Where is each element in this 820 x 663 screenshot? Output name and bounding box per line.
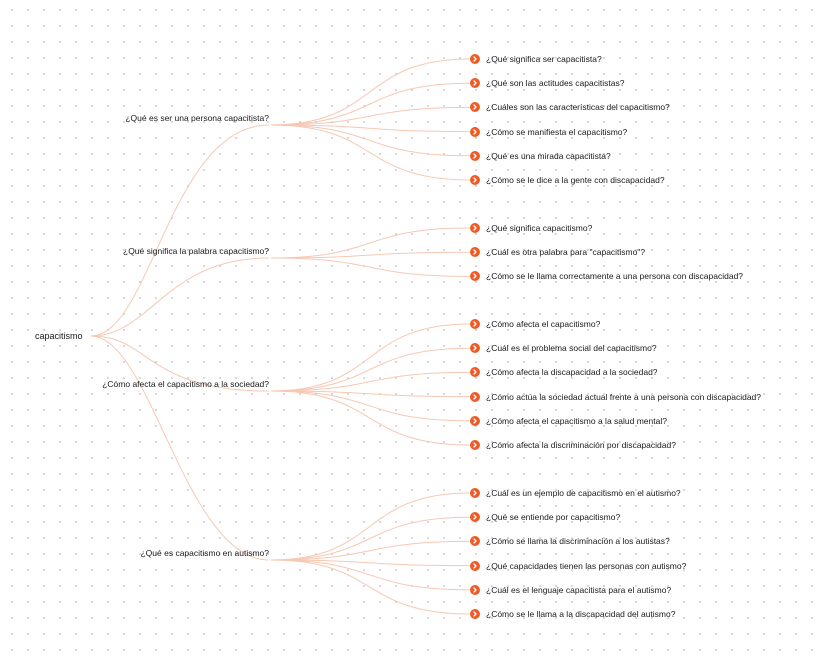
leaf-label: ¿Cómo afecta el capacitismo a la salud m…: [486, 415, 667, 426]
branch-leaf-connector: [270, 124, 471, 133]
leaf-label: ¿Cuál es un ejemplo de capacitismo en el…: [486, 488, 681, 498]
leaf-label: ¿Cómo afecta la discapacidad a la socied…: [486, 367, 658, 378]
branch-leaf-connector: [270, 257, 471, 277]
chevron-right-icon: [470, 584, 480, 595]
chevron-right-icon: [470, 391, 480, 402]
branch-leaf-connector: [270, 559, 471, 615]
leaf-node[interactable]: ¿Cuáles son las características del capa…: [470, 101, 670, 113]
leaf-node[interactable]: ¿Qué capacidades tienen las personas con…: [470, 560, 686, 572]
chevron-right-icon: [470, 536, 480, 547]
branch-leaf-connector: [270, 390, 471, 422]
leaf-label: ¿Cómo se manifiesta el capacitismo?: [486, 126, 628, 137]
leaf-label: ¿Cuál es otra palabra para "capacitismo"…: [486, 247, 646, 258]
leaf-node[interactable]: ¿Cuál es un ejemplo de capacitismo en el…: [470, 487, 681, 499]
leaf-node[interactable]: ¿Cómo afecta la discriminación por disca…: [470, 439, 676, 451]
leaf-label: ¿Cuál es el lenguaje capacitista para el…: [486, 584, 672, 595]
leaf-node[interactable]: ¿Qué se entiende por capacitismo?: [470, 511, 620, 523]
leaf-label: ¿Cómo afecta la discriminación por disca…: [486, 440, 676, 450]
branch-leaf-connector: [270, 82, 471, 126]
branch-leaf-connector: [270, 516, 471, 561]
branch-leaf-connector: [270, 227, 471, 259]
branch-node[interactable]: ¿Qué es ser una persona capacitista?: [125, 113, 269, 123]
leaf-label: ¿Cómo afecta el capacitismo?: [486, 319, 601, 329]
chevron-right-icon: [470, 609, 480, 619]
chevron-right-icon: [470, 440, 480, 450]
leaf-label: ¿Qué capacidades tienen las personas con…: [486, 560, 687, 571]
chevron-right-icon: [470, 175, 480, 185]
leaf-node[interactable]: ¿Qué significa capacitismo?: [470, 222, 592, 234]
leaf-label: ¿Qué es una mirada capacitista?: [486, 150, 611, 161]
chevron-right-icon: [470, 271, 480, 282]
branch-leaf-connector: [270, 559, 471, 591]
leaf-node[interactable]: ¿Qué es una mirada capacitista?: [470, 150, 611, 162]
chevron-right-icon: [470, 102, 480, 113]
leaf-node[interactable]: ¿Cómo afecta el capacitismo a la salud m…: [470, 415, 667, 427]
leaf-label: ¿Qué se entiende por capacitismo?: [486, 512, 621, 523]
leaf-label: ¿Cómo actúa la sociedad actual frente a …: [486, 391, 762, 402]
leaf-label: ¿Cómo se llama la discriminación a los a…: [486, 536, 670, 547]
leaf-label: ¿Cuáles son las características del capa…: [486, 102, 670, 113]
chevron-right-icon: [470, 247, 480, 258]
branch-leaf-connector: [270, 323, 471, 392]
leaf-node[interactable]: ¿Qué son las actitudes capacitistas?: [470, 77, 624, 89]
leaf-label: ¿Qué son las actitudes capacitistas?: [486, 78, 625, 89]
branch-leaf-connector: [270, 124, 471, 181]
leaf-node[interactable]: ¿Cuál es el problema social del capaciti…: [470, 342, 657, 354]
branch-leaf-connector: [270, 540, 471, 561]
branch-node[interactable]: ¿Qué es capacitismo en autismo?: [140, 548, 269, 558]
branch-node[interactable]: ¿Cómo afecta el capacitismo a la socieda…: [102, 379, 269, 389]
root-branch-connector: [90, 335, 270, 561]
branch-leaf-connector: [270, 559, 471, 567]
branch-node[interactable]: ¿Qué significa la palabra capacitismo?: [123, 246, 269, 256]
chevron-right-icon: [470, 343, 480, 354]
leaf-node[interactable]: ¿Cómo afecta la discapacidad a la socied…: [470, 366, 658, 378]
leaf-node[interactable]: ¿Cómo afecta el capacitismo?: [470, 318, 600, 330]
chevron-right-icon: [470, 54, 480, 64]
leaf-node[interactable]: ¿Qué significa ser capacitista?: [470, 53, 602, 65]
leaf-node[interactable]: ¿Cómo se le llama correctamente a una pe…: [470, 270, 743, 282]
branch-leaf-connector: [270, 347, 471, 392]
branch-leaf-connector: [270, 390, 471, 398]
leaf-label: ¿Cómo se le llama a la discapacidad del …: [486, 609, 676, 619]
leaf-node[interactable]: ¿Cuál es el lenguaje capacitista para el…: [470, 584, 671, 596]
branch-leaf-connector: [270, 124, 471, 157]
leaf-node[interactable]: ¿Cómo actúa la sociedad actual frente a …: [470, 391, 761, 403]
leaf-node[interactable]: ¿Cómo se manifiesta el capacitismo?: [470, 126, 627, 138]
chevron-right-icon: [470, 223, 480, 233]
leaf-label: ¿Qué significa capacitismo?: [486, 223, 593, 233]
leaf-label: ¿Cómo se le dice a la gente con discapac…: [486, 175, 665, 185]
branch-leaf-connector: [270, 106, 471, 126]
chevron-right-icon: [470, 415, 480, 426]
root-branch-connector: [90, 124, 270, 337]
root-branch-connector: [90, 335, 270, 392]
leaf-label: ¿Cómo se le llama correctamente a una pe…: [486, 271, 744, 282]
leaf-node[interactable]: ¿Cómo se le dice a la gente con discapac…: [470, 174, 665, 186]
branch-leaf-connector: [270, 390, 471, 446]
chevron-right-icon: [470, 512, 480, 523]
chevron-right-icon: [470, 367, 480, 378]
branch-leaf-connector: [270, 492, 471, 561]
branch-leaf-connector: [270, 251, 471, 259]
chevron-right-icon: [470, 126, 480, 137]
branch-leaf-connector: [270, 58, 471, 126]
chevron-right-icon: [470, 150, 480, 161]
leaf-node[interactable]: ¿Cómo se le llama a la discapacidad del …: [470, 608, 675, 620]
chevron-right-icon: [470, 319, 480, 329]
leaf-label: ¿Cuál es el problema social del capaciti…: [486, 343, 657, 354]
chevron-right-icon: [470, 488, 480, 498]
root-branch-connector: [90, 257, 270, 337]
leaf-node[interactable]: ¿Cómo se llama la discriminación a los a…: [470, 535, 670, 547]
branch-leaf-connector: [270, 371, 471, 392]
leaf-node[interactable]: ¿Cuál es otra palabra para "capacitismo"…: [470, 246, 645, 258]
chevron-right-icon: [470, 78, 480, 89]
leaf-label: ¿Qué significa ser capacitista?: [486, 54, 602, 64]
chevron-right-icon: [470, 560, 480, 571]
root-node[interactable]: capacitismo: [35, 331, 83, 341]
